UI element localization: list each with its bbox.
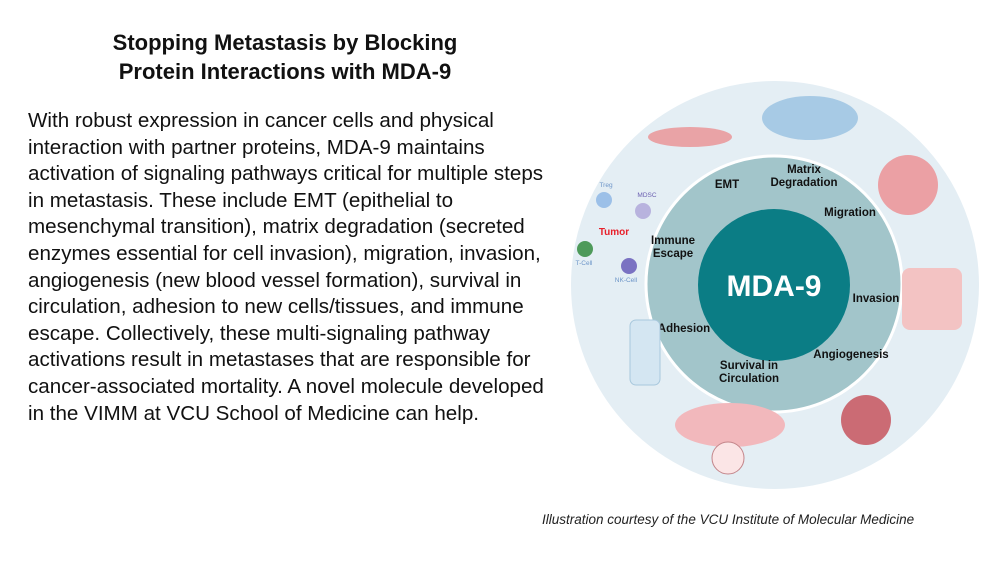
label-invasion: Invasion [853, 293, 900, 305]
mdsc-cell-icon [635, 203, 651, 219]
core-circle [698, 209, 850, 361]
nk-cell-label: NK-Cell [615, 277, 638, 284]
label-migration: Migration [824, 207, 876, 219]
tumor-label: Tumor [599, 227, 629, 238]
migration-cells-illustration [878, 155, 938, 215]
label-matrix-2: Degradation [770, 177, 837, 189]
label-immune-1: Immune [651, 235, 695, 247]
matrix-fibers-illustration [762, 96, 858, 140]
body-paragraph: With robust expression in cancer cells a… [28, 109, 544, 425]
circulation-illustration [675, 403, 785, 447]
circulating-tumor-cell-illustration [711, 441, 745, 475]
center-label: MDA-9 [727, 270, 822, 303]
angiogenesis-illustration [841, 395, 891, 445]
mdsc-label: MDSC [637, 192, 656, 199]
label-immune-2: Escape [653, 248, 693, 260]
emt-cells-illustration [648, 127, 732, 147]
adhesion-cells-illustration [629, 319, 661, 386]
t-cell-icon [577, 241, 593, 257]
label-survival-2: Circulation [719, 373, 779, 385]
label-emt: EMT [715, 179, 739, 191]
invasion-vessel-illustration [902, 268, 962, 330]
treg-cell-icon [596, 192, 612, 208]
label-survival-1: Survival in [720, 360, 778, 372]
nk-cell-icon [621, 258, 637, 274]
t-cell-label: T-Cell [576, 260, 594, 267]
treg-label: Treg [599, 182, 613, 189]
label-matrix-1: Matrix [787, 164, 821, 176]
illustration-credit: Illustration courtesy of the VCU Institu… [542, 512, 915, 527]
label-angiogenesis: Angiogenesis [813, 349, 888, 361]
page-title: Stopping Metastasis by Blocking Protein … [112, 30, 458, 84]
label-adhesion: Adhesion [658, 323, 710, 335]
